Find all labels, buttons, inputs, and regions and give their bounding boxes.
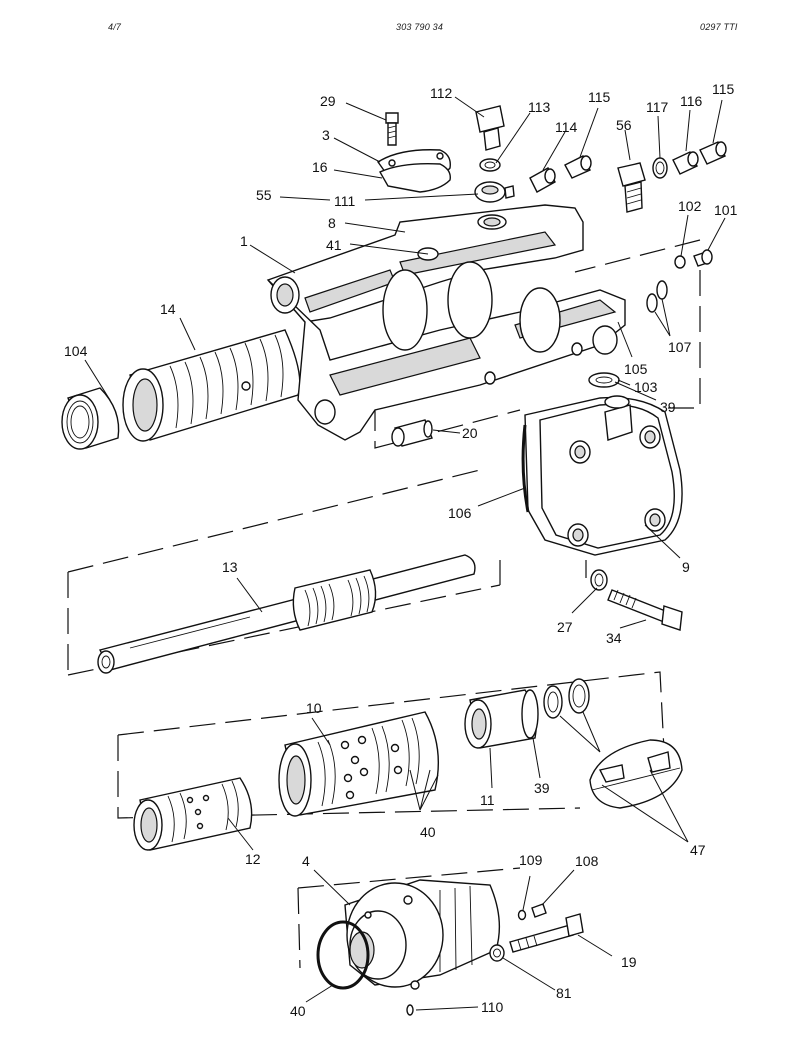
part-11-39-bushing (464, 689, 539, 749)
callout-39-mid: 39 (534, 780, 550, 796)
part-10-valve-body (278, 711, 439, 817)
part-27-34-washer-bolt (590, 569, 683, 631)
part-104-ring (61, 387, 120, 450)
part-9-end-cover (521, 395, 683, 556)
revision-code: 0297 TTI (700, 22, 738, 32)
callout-41: 41 (326, 237, 342, 253)
callout-102: 102 (678, 198, 702, 214)
callout-40-mid: 40 (420, 824, 436, 840)
page-number: 4/7 (108, 22, 122, 32)
part-47-seals (543, 678, 683, 809)
callout-107: 107 (668, 339, 692, 355)
callout-115-a: 115 (588, 89, 611, 105)
callout-4: 4 (302, 853, 310, 869)
callout-14: 14 (160, 301, 176, 317)
callout-108: 108 (575, 853, 599, 869)
callout-29: 29 (320, 93, 336, 109)
callout-56: 56 (616, 117, 632, 133)
callout-8: 8 (328, 215, 336, 231)
callout-12: 12 (245, 851, 261, 867)
dashed-group-lines (67, 239, 701, 969)
part-12-sleeve (133, 777, 253, 851)
callout-39-top: 39 (660, 399, 676, 415)
part-4-head (316, 879, 501, 990)
callout-116: 116 (680, 93, 703, 109)
callout-110: 110 (481, 999, 504, 1015)
callout-106: 106 (448, 505, 472, 521)
callout-112: 112 (430, 85, 453, 101)
callout-19: 19 (621, 954, 637, 970)
callout-101: 101 (714, 202, 738, 218)
top-small-parts (377, 105, 727, 388)
callout-20: 20 (462, 425, 478, 441)
callout-40-bottom: 40 (290, 1003, 306, 1019)
callout-27: 27 (557, 619, 573, 635)
bottom-small-parts (406, 903, 584, 1016)
document-number: 303 790 34 (396, 22, 444, 32)
callout-114: 114 (555, 119, 578, 135)
part-14-threaded-sleeve (122, 329, 301, 442)
callout-16: 16 (312, 159, 328, 175)
callout-9: 9 (682, 559, 690, 575)
callout-34: 34 (606, 630, 622, 646)
leader-lines (84, 96, 726, 1011)
callout-81: 81 (556, 985, 572, 1001)
callout-1: 1 (240, 233, 248, 249)
callout-10: 10 (306, 700, 322, 716)
callout-104: 104 (64, 343, 88, 359)
part-13-piston-rod (97, 554, 476, 674)
callout-13: 13 (222, 559, 238, 575)
callout-115-b: 115 (712, 81, 735, 97)
callout-labels: 29 3 16 55 111 8 41 1 112 113 114 115 56… (64, 81, 738, 1019)
callout-113: 113 (528, 99, 551, 115)
callout-109: 109 (519, 852, 543, 868)
callout-105: 105 (624, 361, 648, 377)
part-20-plug (391, 419, 433, 447)
callout-3: 3 (322, 127, 330, 143)
callout-55: 55 (256, 187, 272, 203)
callout-111: 111 (334, 193, 355, 209)
callout-47: 47 (690, 842, 706, 858)
callout-11: 11 (480, 792, 495, 808)
part-1-housing (266, 204, 626, 441)
callout-117: 117 (646, 99, 669, 115)
callout-103: 103 (634, 379, 658, 395)
